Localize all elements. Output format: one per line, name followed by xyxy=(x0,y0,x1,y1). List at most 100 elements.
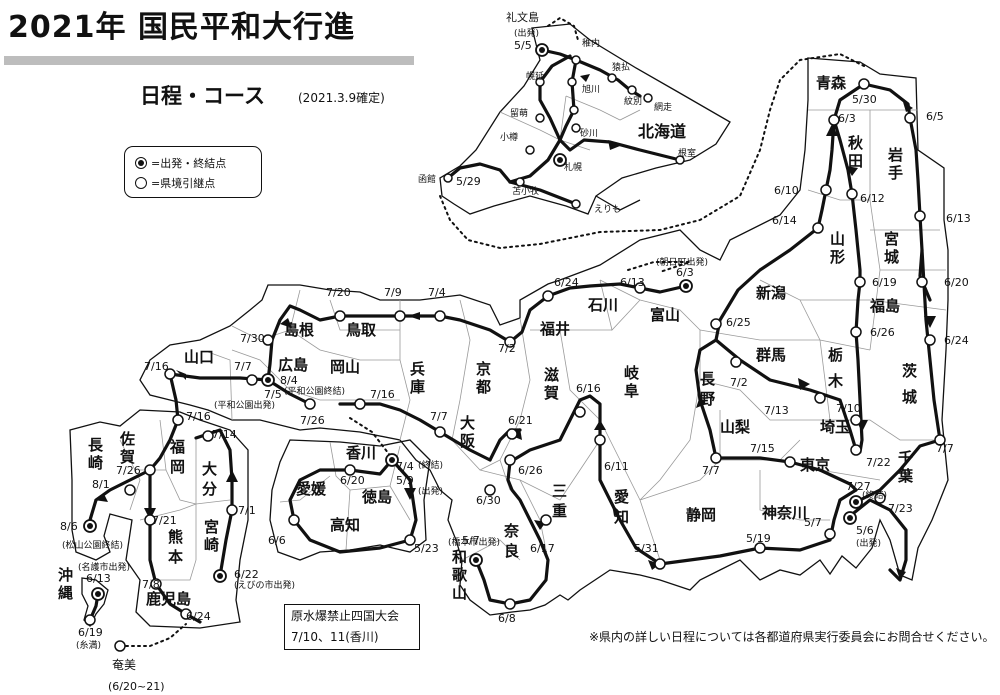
label-aomori: 青森 xyxy=(816,74,847,92)
label-gunma: 群馬 xyxy=(756,346,786,364)
label-hokkaido: 北海道 xyxy=(638,122,686,141)
shikoku-borders xyxy=(279,441,411,551)
svg-text:5/9: 5/9 xyxy=(396,474,414,487)
svg-text:(出発): (出発) xyxy=(514,27,539,39)
label-miyagi-2: 城 xyxy=(884,248,899,266)
svg-text:6/26: 6/26 xyxy=(518,464,543,477)
svg-text:6/5: 6/5 xyxy=(926,110,944,123)
svg-text:札幌: 札幌 xyxy=(564,161,582,173)
svg-text:7/23: 7/23 xyxy=(888,502,913,515)
svg-text:7/27: 7/27 xyxy=(846,480,871,493)
label-nagasaki-1: 長 xyxy=(88,436,104,454)
sea-connectors xyxy=(119,16,865,647)
label-aichi-2: 知 xyxy=(614,508,629,526)
label-okinawa-1: 沖 xyxy=(58,566,73,584)
svg-text:5/19: 5/19 xyxy=(746,532,771,545)
svg-text:(名護市出発): (名護市出発) xyxy=(78,561,130,573)
label-oita-2: 分 xyxy=(202,480,217,498)
svg-text:6/24: 6/24 xyxy=(554,276,579,289)
legend-start-end-label: =出発・終結点 xyxy=(151,157,227,170)
label-shiga-1: 滋 xyxy=(544,366,559,384)
label-wakayama-3: 山 xyxy=(452,584,467,602)
label-ishikawa: 石川 xyxy=(587,296,618,314)
label-yamagata-1: 山 xyxy=(830,230,845,248)
start-end-marker-icon xyxy=(135,157,147,169)
svg-text:砂川: 砂川 xyxy=(580,127,598,139)
label-kochi: 高知 xyxy=(330,516,360,534)
svg-text:7/4: 7/4 xyxy=(396,460,414,473)
label-nagano-1: 長 xyxy=(700,370,716,388)
svg-text:7/30: 7/30 xyxy=(240,332,265,345)
relay-points xyxy=(84,45,946,652)
svg-text:(朝日町出発): (朝日町出発) xyxy=(656,256,708,268)
label-osaka-1: 大 xyxy=(460,414,475,432)
confirmed-date: (2021.3.9確定) xyxy=(298,91,385,105)
page-title: 2021年 国民平和大行進 xyxy=(8,10,355,45)
svg-text:5/29: 5/29 xyxy=(456,175,481,188)
prefecture-labels: 北海道 青森 秋 田 岩 手 山 形 宮 城 福島 新潟 富山 石川 福井 群馬… xyxy=(58,74,917,672)
svg-text:7/7: 7/7 xyxy=(430,410,448,423)
kyushu-outline xyxy=(69,409,249,629)
svg-text:根室: 根室 xyxy=(678,147,696,159)
legend-relay: =県境引継点 xyxy=(135,175,215,191)
svg-text:5/7: 5/7 xyxy=(804,516,822,529)
svg-text:(橋本市出発): (橋本市出発) xyxy=(448,536,500,548)
note-line-2: 7/10、11(香川) xyxy=(291,630,379,644)
svg-text:6/13: 6/13 xyxy=(620,276,645,289)
svg-text:5/23: 5/23 xyxy=(414,542,439,555)
label-chiba-2: 葉 xyxy=(897,467,914,485)
svg-text:(6/20~21): (6/20~21) xyxy=(108,680,165,693)
label-okayama: 岡山 xyxy=(330,358,360,376)
svg-text:6/22: 6/22 xyxy=(234,568,259,581)
label-fukuoka-1: 福 xyxy=(169,438,185,456)
label-saga-1: 佐 xyxy=(119,430,135,448)
svg-text:6/19: 6/19 xyxy=(872,276,897,289)
svg-text:5/5: 5/5 xyxy=(514,39,532,52)
label-kumamoto-2: 本 xyxy=(168,548,183,566)
title-underline xyxy=(4,56,414,65)
label-akita-1: 秋 xyxy=(848,134,864,152)
svg-text:(糸満): (糸満) xyxy=(76,639,101,651)
label-kagawa: 香川 xyxy=(346,444,376,462)
label-miyazaki-2: 崎 xyxy=(204,536,219,554)
svg-text:5/7: 5/7 xyxy=(462,534,480,547)
svg-text:8/6: 8/6 xyxy=(60,520,78,533)
svg-text:6/13: 6/13 xyxy=(946,212,971,225)
svg-text:稚内: 稚内 xyxy=(582,37,600,49)
page-subtitle: 日程・コース xyxy=(140,84,265,108)
svg-text:7/7: 7/7 xyxy=(702,464,720,477)
svg-text:6/3: 6/3 xyxy=(838,112,856,125)
svg-text:7/10: 7/10 xyxy=(836,402,861,415)
svg-text:6/20: 6/20 xyxy=(944,276,969,289)
svg-text:(出発): (出発) xyxy=(418,485,443,497)
svg-text:6/8: 6/8 xyxy=(498,612,516,625)
label-shimane: 島根 xyxy=(284,321,314,339)
svg-text:7/26: 7/26 xyxy=(300,414,325,427)
label-gifu-1: 岐 xyxy=(624,364,640,382)
label-tottori: 鳥取 xyxy=(346,321,377,339)
label-mie-2: 重 xyxy=(552,502,567,520)
svg-text:7/2: 7/2 xyxy=(498,342,516,355)
label-okinawa-2: 縄 xyxy=(58,584,73,602)
label-wakayama-1: 和 xyxy=(452,548,467,566)
legend-relay-label: =県境引継点 xyxy=(151,177,216,190)
svg-text:7/26: 7/26 xyxy=(116,464,141,477)
label-tokushima: 徳島 xyxy=(361,488,392,506)
svg-text:(出発): (出発) xyxy=(856,537,881,549)
route-arrows xyxy=(94,74,936,580)
start-end-points xyxy=(83,43,863,601)
label-tokyo: 東京 xyxy=(800,456,830,474)
label-tochigi-2: 木 xyxy=(827,372,844,390)
label-amami: 奄美 xyxy=(112,658,136,672)
date-labels: 5/5 5/29 5/30 6/5 6/3 6/10 6/12 6/14 6/1… xyxy=(60,39,971,693)
label-yamanashi: 山梨 xyxy=(720,418,750,436)
svg-text:(えびの市出発): (えびの市出発) xyxy=(234,579,295,591)
label-shiga-2: 賀 xyxy=(543,384,559,402)
svg-text:えりも: えりも xyxy=(594,204,621,215)
svg-text:6/16: 6/16 xyxy=(576,382,601,395)
label-niigata: 新潟 xyxy=(756,284,786,302)
footnote: ※県内の詳しい日程については各都道府県実行委員会にお問合せください。 xyxy=(589,630,995,644)
label-fukui: 福井 xyxy=(539,320,570,338)
svg-text:6/11: 6/11 xyxy=(604,460,629,473)
hokkaido-outline xyxy=(439,23,731,215)
